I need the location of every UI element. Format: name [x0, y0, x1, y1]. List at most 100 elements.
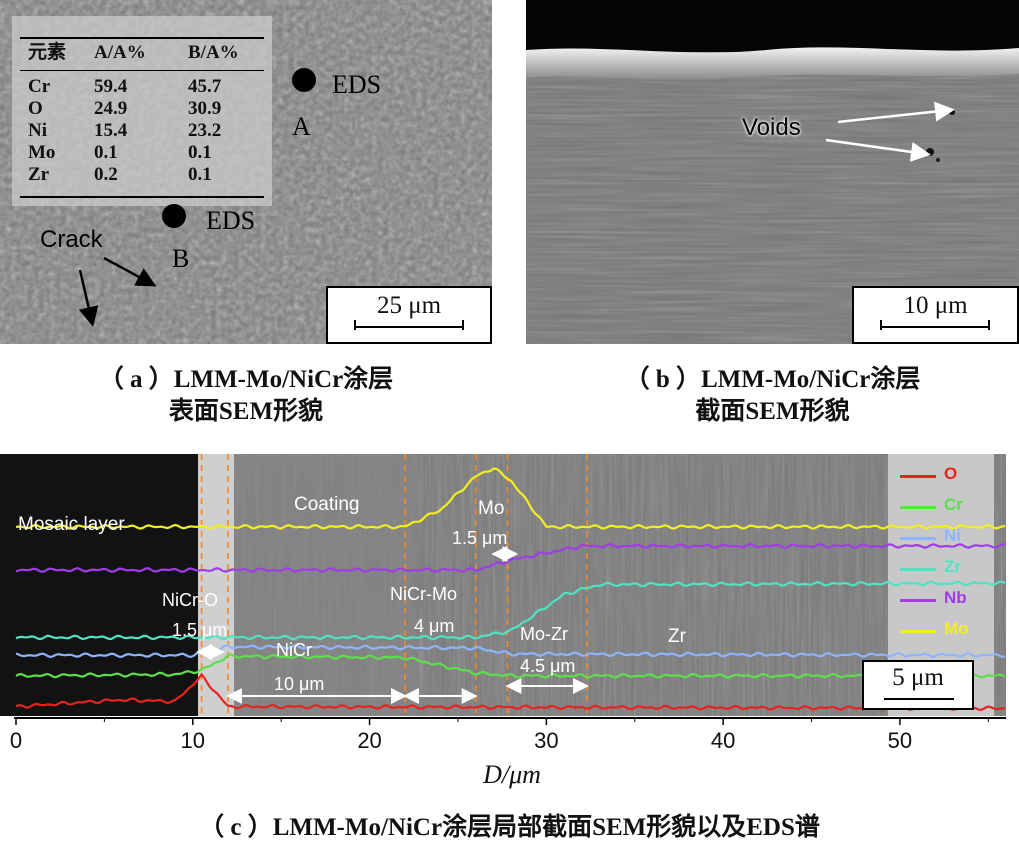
legend-item-cr: Cr [900, 495, 990, 519]
legend-swatch [900, 568, 936, 571]
series-line-zr [15, 580, 1006, 641]
eds-header-a: A/A% [94, 42, 146, 63]
series-line-ni [15, 644, 1006, 659]
voids-arrow-lower [825, 138, 931, 162]
eds-point-a-label: EDS [332, 70, 382, 99]
series-line-mo [15, 467, 1006, 530]
legend-swatch [900, 630, 936, 633]
eds-cell: 0.1 [94, 142, 118, 163]
x-axis [14, 717, 1006, 725]
voids-arrow-upper [837, 101, 955, 124]
x-tick-label: 20 [357, 728, 382, 753]
x-tick-label: 50 [887, 728, 913, 753]
scale-bar-c-line [884, 698, 954, 700]
legend-label: Ni [944, 526, 961, 545]
x-tick-label: 10 [180, 728, 206, 753]
table-row: Ni 15.4 23.2 [24, 120, 274, 142]
scale-bar-a-label: 25 μm [376, 292, 442, 319]
caption-c: （ c ）LMM-Mo/NiCr涂层局部截面SEM形貌以及EDS谱 [199, 814, 820, 841]
linescan-plot [15, 454, 1006, 716]
series-line-o [15, 672, 1006, 711]
eds-header-element: 元素 [28, 42, 67, 63]
eds-cell: 15.4 [94, 120, 128, 141]
scale-bar-a: 25 μm [326, 286, 492, 344]
legend-swatch [900, 599, 936, 602]
scale-bar-b-tick-left [880, 320, 882, 330]
width-arrows [196, 546, 590, 704]
scale-bar-b-tick-right [988, 320, 990, 330]
label-mo-zr-width: 4.5 μm [520, 656, 576, 676]
legend-swatch [900, 506, 936, 509]
eds-cell: 0.1 [188, 142, 212, 163]
legend-item-mo: Mo [900, 619, 990, 643]
eds-cell: 0.2 [94, 164, 118, 185]
x-tick-label: 40 [710, 728, 736, 753]
x-axis-ticks [15, 718, 989, 725]
panel-c-sem-linescan: Mosaic layer Coating NiCr-O 1.5 μm NiCr … [0, 454, 1006, 716]
scale-bar-a-line [354, 326, 464, 328]
scale-bar-b: 10 μm [852, 286, 1019, 344]
caption-b-line1: （ b ）LMM-Mo/NiCr涂层 [624, 366, 921, 393]
label-nicr-mo: NiCr-Mo [390, 584, 457, 604]
series-line-cr [15, 653, 1006, 679]
label-coating: Coating [294, 494, 360, 515]
legend-swatch [900, 537, 936, 540]
legend-swatch [900, 475, 936, 478]
eds-cell: Cr [28, 76, 51, 97]
caption-a-line1: （ a ）LMM-Mo/NiCr涂层 [98, 366, 394, 393]
point-b-label: B [172, 244, 190, 273]
caption-b-line2: 截面SEM形貌 [695, 398, 850, 425]
voids-arrows [825, 101, 955, 162]
eds-point-a-marker [292, 68, 316, 92]
scale-bar-a-tick-right [462, 320, 464, 330]
eds-cell: Zr [28, 164, 50, 185]
voids-label: Voids [742, 114, 801, 141]
eds-table: 元素 A/A% B/A% [24, 42, 274, 64]
panel-b-sem-image: Voids 10 μm [526, 0, 1019, 344]
scale-bar-c-label: 5 μm [892, 664, 944, 691]
label-nicr-o-width: 1.5 μm [172, 620, 228, 640]
legend-label: Nb [944, 588, 967, 607]
label-nicr-width: 10 μm [274, 674, 325, 694]
eds-cell: 45.7 [188, 76, 222, 97]
point-a-label: A [292, 112, 311, 141]
scale-bar-a-tick-left [354, 320, 356, 330]
crack-arrows [78, 256, 157, 327]
panel-a-sem-image: 元素 A/A% B/A% Cr 59.4 45.7 O 24.9 30.9 Ni… [0, 0, 492, 344]
caption-a: （ a ）LMM-Mo/NiCr涂层 表面SEM形貌 [0, 364, 492, 428]
eds-cell: O [28, 98, 43, 119]
scale-bar-b-label: 10 μm [903, 292, 968, 319]
table-row: Cr 59.4 45.7 [24, 76, 274, 98]
eds-cell: 30.9 [188, 98, 222, 119]
crack-label: Crack [40, 226, 103, 253]
eds-point-b-marker [162, 204, 186, 228]
eds-table-rule-top [20, 37, 264, 39]
eds-cell: Mo [28, 142, 56, 163]
table-row: Mo 0.1 0.1 [24, 142, 274, 164]
eds-table-header: 元素 A/A% B/A% [24, 42, 274, 64]
legend-item-nb: Nb [900, 588, 990, 612]
scale-bar-b-line [880, 326, 990, 328]
legend-label: Zr [944, 557, 961, 576]
label-nicr-o: NiCr-O [162, 590, 218, 610]
eds-point-b-label: EDS [206, 206, 256, 235]
legend-label: Mo [944, 619, 969, 638]
eds-table-body: Cr 59.4 45.7 O 24.9 30.9 Ni 15.4 23.2 Mo… [24, 76, 274, 186]
label-nicr: NiCr [276, 640, 312, 660]
table-row: Zr 0.2 0.1 [24, 164, 274, 186]
legend-label: Cr [944, 495, 963, 514]
eds-cell: 0.1 [188, 164, 212, 185]
legend-item-ni: Ni [900, 526, 990, 550]
eds-table-box [12, 16, 272, 206]
eds-table-rule-mid [20, 70, 264, 71]
table-row: O 24.9 30.9 [24, 98, 274, 120]
legend-item-o: O [900, 464, 990, 488]
caption-a-line2: 表面SEM形貌 [168, 398, 324, 425]
legend-label: O [944, 464, 958, 483]
eds-header-b: B/A% [188, 42, 239, 63]
label-mo-zr: Mo-Zr [520, 624, 568, 644]
label-mosaic-layer: Mosaic layer [18, 514, 125, 535]
crack-arrow-down [78, 269, 99, 327]
x-axis-label: D/μm [483, 760, 541, 789]
